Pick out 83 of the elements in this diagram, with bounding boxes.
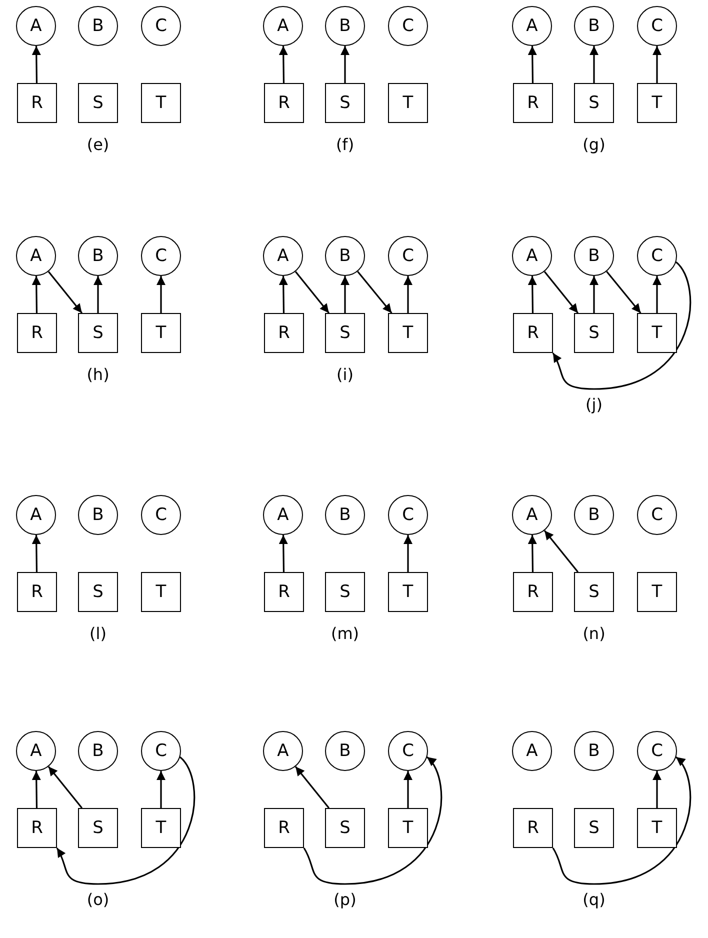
resource-square: T	[141, 313, 181, 353]
arrow	[552, 756, 692, 885]
resource-square: S	[78, 313, 118, 353]
resource-square: R	[513, 572, 553, 612]
arrow	[528, 534, 537, 572]
arrow	[528, 276, 537, 314]
resource-square: T	[141, 808, 181, 848]
resource-square: R	[264, 572, 304, 612]
panel-caption: (n)	[582, 626, 606, 642]
panel-caption: (l)	[88, 626, 108, 642]
arrow	[294, 766, 330, 808]
resource-square: S	[78, 83, 118, 123]
resource-square: T	[388, 83, 428, 123]
resource-square: T	[637, 83, 677, 123]
arrow	[32, 46, 41, 84]
arrow	[156, 276, 166, 313]
arrow	[278, 534, 288, 572]
resource-square: R	[17, 572, 57, 612]
arrow	[652, 771, 662, 808]
resource-square: R	[513, 808, 553, 848]
resource-square: S	[325, 83, 365, 123]
resource-square: T	[388, 572, 428, 612]
arrow	[340, 46, 350, 83]
arrow	[56, 756, 196, 885]
panel-caption: (f)	[334, 137, 356, 153]
arrow	[528, 46, 537, 84]
resource-square: R	[17, 83, 57, 123]
panel-caption: (j)	[584, 397, 604, 413]
resource-square: R	[264, 83, 304, 123]
arrow	[278, 46, 288, 84]
resource-square: S	[78, 808, 118, 848]
arrow	[590, 46, 598, 83]
resource-square: S	[78, 572, 118, 612]
resource-square: T	[637, 808, 677, 848]
arrow	[544, 530, 579, 572]
panel-caption: (h)	[86, 367, 110, 383]
resource-square: S	[325, 572, 365, 612]
arrow	[404, 276, 412, 313]
arrow	[48, 766, 83, 808]
arrow	[606, 270, 642, 314]
arrow	[652, 46, 662, 83]
resource-square: T	[637, 572, 677, 612]
arrow	[32, 770, 41, 808]
arrow	[404, 535, 412, 572]
arrow	[32, 534, 41, 572]
arrow	[94, 276, 102, 313]
arrow	[303, 756, 442, 885]
arrow	[294, 271, 330, 314]
resource-square: R	[513, 83, 553, 123]
resource-square: R	[264, 313, 304, 353]
resource-square: R	[264, 808, 304, 848]
panel-caption: (g)	[582, 137, 606, 153]
panel-caption: (e)	[86, 137, 110, 153]
resource-square: T	[637, 313, 677, 353]
resource-square: T	[141, 83, 181, 123]
resource-square: S	[574, 313, 614, 353]
resource-square: S	[325, 313, 365, 353]
resource-square: R	[17, 313, 57, 353]
arrow	[590, 276, 598, 313]
arrow	[552, 261, 692, 390]
resource-square: T	[141, 572, 181, 612]
resource-square: S	[574, 808, 614, 848]
arrow	[357, 270, 392, 314]
resource-square: S	[574, 83, 614, 123]
panel-caption: (o)	[86, 892, 110, 908]
arrow	[404, 771, 412, 808]
arrow	[32, 276, 41, 314]
resource-square: R	[17, 808, 57, 848]
panel-caption: (m)	[330, 626, 360, 642]
resource-square: R	[513, 313, 553, 353]
resource-square: T	[388, 313, 428, 353]
arrow	[278, 276, 288, 314]
resource-square: S	[574, 572, 614, 612]
resource-square: T	[388, 808, 428, 848]
arrow	[340, 276, 350, 313]
panel-caption: (q)	[582, 892, 606, 908]
arrow	[544, 271, 579, 314]
resource-square: S	[325, 808, 365, 848]
arrow	[48, 271, 83, 314]
panel-caption: (i)	[336, 367, 354, 383]
panel-caption: (p)	[332, 892, 358, 908]
arrow	[156, 771, 166, 808]
arrow	[652, 276, 662, 313]
